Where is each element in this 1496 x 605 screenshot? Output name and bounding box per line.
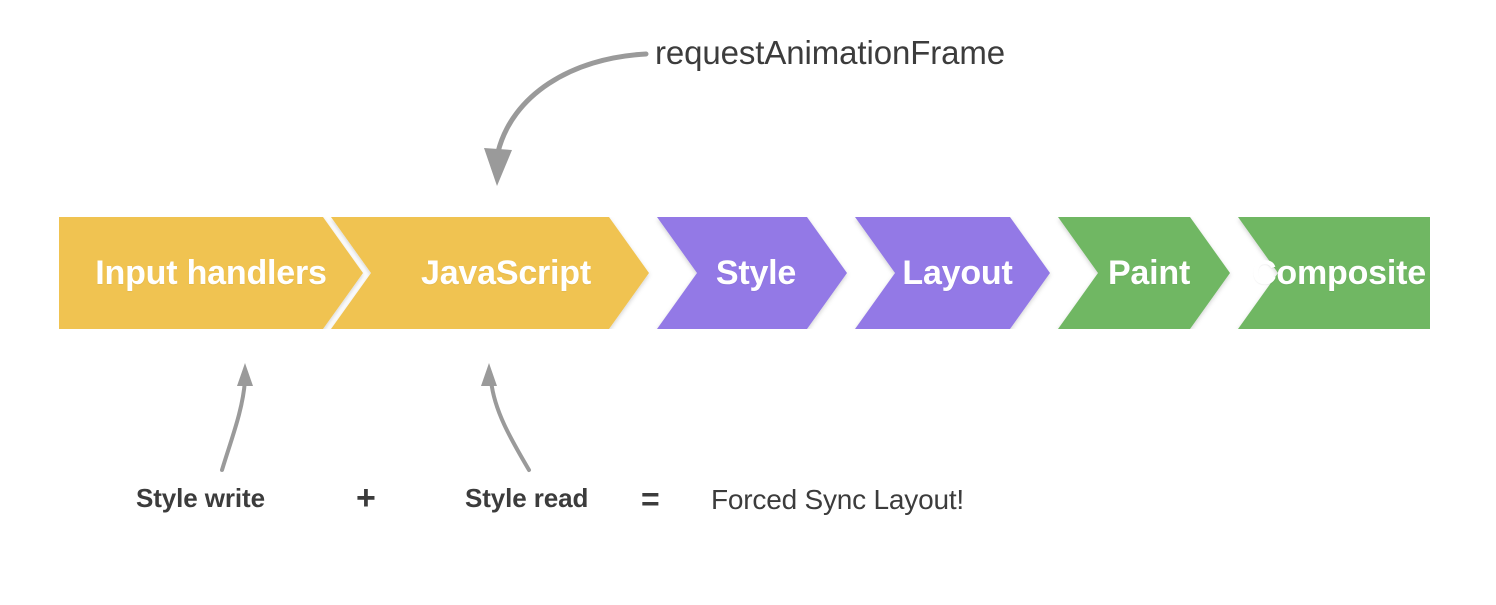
request-animation-frame-label: requestAnimationFrame [655, 34, 1006, 71]
pipeline-shapes [59, 217, 1430, 329]
plus-operator: + [356, 479, 376, 517]
stage-shape-javascript[interactable] [331, 217, 649, 329]
stage-shape-input-handlers[interactable] [59, 217, 363, 329]
style-write-arrow [220, 363, 253, 472]
stage-shape-composite[interactable] [1238, 217, 1430, 329]
raf-arrow [484, 51, 649, 186]
style-read-label: Style read [465, 483, 589, 513]
stage-shape-layout[interactable] [855, 217, 1050, 329]
rendering-pipeline-bar: Input handlers JavaScript Style Layout P… [59, 217, 1430, 329]
style-read-arrow [481, 363, 531, 472]
stage-shape-paint[interactable] [1058, 217, 1230, 329]
style-write-label: Style write [136, 483, 265, 513]
equals-operator: = [641, 481, 660, 517]
stage-shape-style[interactable] [657, 217, 847, 329]
forced-sync-layout-label: Forced Sync Layout! [711, 484, 964, 515]
